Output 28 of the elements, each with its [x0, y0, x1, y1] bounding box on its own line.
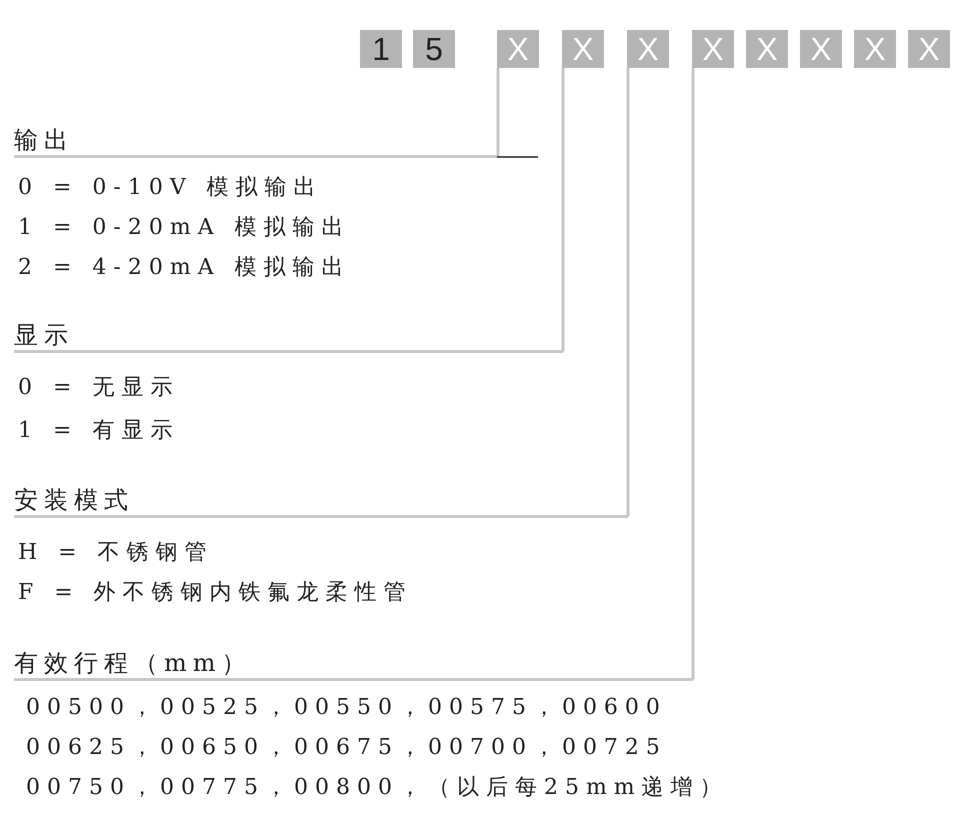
section-heading: 安装模式 — [14, 485, 628, 518]
leader-line — [562, 68, 564, 352]
leader-line — [692, 68, 694, 680]
leader-line — [496, 68, 500, 156]
option-text: 0 = 0-10V 模拟输出 — [18, 174, 323, 202]
code-box: X — [800, 30, 842, 68]
code-box: X — [562, 30, 604, 68]
code-box: X — [627, 30, 669, 68]
option-text: 1 = 0-20mA 模拟输出 — [18, 214, 351, 242]
leader-line — [626, 68, 630, 516]
section-heading: 输出 — [14, 125, 497, 158]
code-box: X — [908, 30, 950, 68]
option-text: H = 不锈钢管 — [18, 539, 214, 567]
code-box: X — [692, 30, 734, 68]
stroke-values: 00500，00525，00550，00575，00600 — [26, 694, 667, 722]
stroke-values: 00625，00650，00675，00700，00725 — [26, 734, 667, 762]
option-text: 2 = 4-20mA 模拟输出 — [18, 254, 351, 282]
section-heading: 有效行程（mm） — [14, 648, 693, 681]
option-text: 0 = 无显示 — [18, 374, 180, 402]
code-box: X — [854, 30, 896, 68]
code-box: 5 — [413, 30, 455, 68]
code-box: X — [497, 30, 539, 68]
option-text: 1 = 有显示 — [18, 417, 180, 445]
option-text: F = 外不锈钢内铁氟龙柔性管 — [18, 579, 413, 607]
code-box: X — [746, 30, 788, 68]
section-heading: 显示 — [14, 320, 563, 353]
stroke-values: 00750，00775，00800，（以后每25mm递增） — [26, 774, 729, 802]
code-box: 1 — [360, 30, 402, 68]
